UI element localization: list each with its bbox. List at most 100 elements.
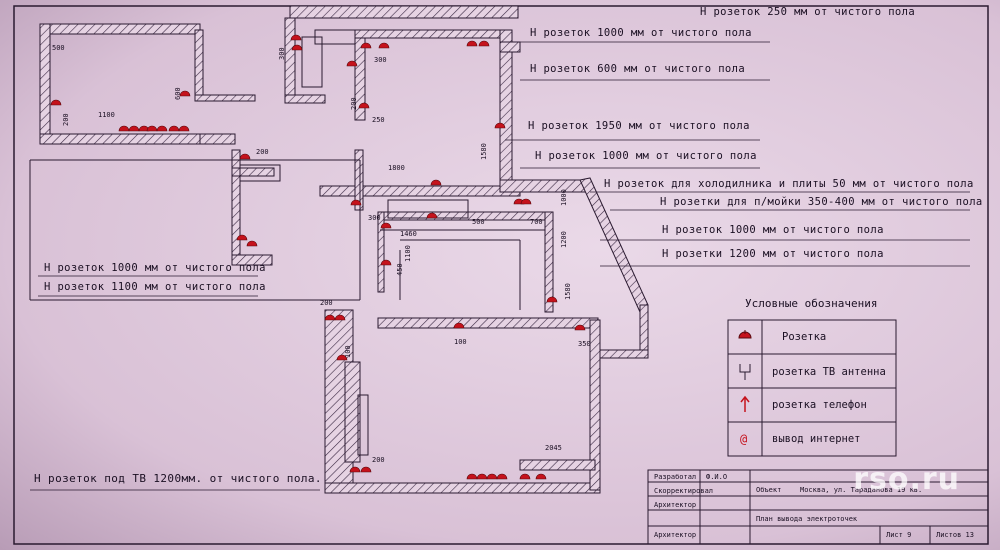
socket-marker xyxy=(146,125,158,132)
legend-table xyxy=(727,319,897,457)
annotation-height-1000-left: Н розеток 1000 мм от чистого пола xyxy=(44,262,266,274)
annotation-height-1100-left: Н розеток 1100 мм от чистого пола xyxy=(44,281,266,293)
dimension-label: 200 xyxy=(320,299,333,307)
annotation-height-1950: Н розеток 1950 мм от чистого пола xyxy=(528,120,750,132)
dimension-label: 2045 xyxy=(545,444,562,452)
socket-marker xyxy=(360,42,372,49)
dimension-label: 200 xyxy=(350,97,358,110)
title-role-3: Архитектор xyxy=(654,501,697,509)
dimension-label: 1580 xyxy=(480,143,488,160)
dimension-label: 300 xyxy=(368,214,381,222)
legend-label-phone: розетка телефон xyxy=(772,399,867,411)
socket-marker xyxy=(453,322,465,329)
dimension-label: 200 xyxy=(372,456,385,464)
dimension-label: 300 xyxy=(278,47,286,60)
annotation-height-1000-c: Н розеток 1000 мм от чистого пола xyxy=(662,224,884,236)
dimension-label: 300 xyxy=(374,56,387,64)
title-role-1: Разработал xyxy=(654,473,697,481)
internet-outlet-icon: @ xyxy=(740,432,747,446)
socket-marker xyxy=(380,259,392,266)
dimension-label: 1000 xyxy=(560,189,568,206)
annotation-height-sink: Н розетки для п/мойки 350-400 мм от чист… xyxy=(660,196,983,208)
title-role-4: Архитектор xyxy=(654,531,697,539)
phone-socket-icon xyxy=(740,395,750,412)
title-sheet-no: Лист 9 xyxy=(886,531,912,539)
legend-label-internet: вывод интернет xyxy=(772,433,861,445)
dimension-label: 1800 xyxy=(388,164,405,172)
socket-marker xyxy=(496,473,508,480)
dimension-label: 200 xyxy=(62,113,70,126)
title-sheet-title: План вывода электроточек xyxy=(756,515,858,523)
socket-marker xyxy=(336,354,348,361)
annotation-height-1000-b: Н розеток 1000 мм от чистого пола xyxy=(535,150,757,162)
socket-marker xyxy=(236,234,248,241)
annotation-height-fridge: Н розеток для холодилника и плиты 50 мм … xyxy=(604,178,974,190)
socket-marker xyxy=(380,222,392,229)
annotation-height-1200: Н розетки 1200 мм от чистого пола xyxy=(662,248,884,260)
dimension-label: 1580 xyxy=(564,283,572,300)
socket-icon xyxy=(738,331,752,339)
annotation-height-600: Н розеток 600 мм от чистого пола xyxy=(530,63,746,75)
socket-marker xyxy=(426,212,438,219)
dimension-label: 500 xyxy=(472,218,485,226)
title-sheets-total: Листов 13 xyxy=(936,531,974,539)
dimension-label: 500 xyxy=(52,44,65,52)
socket-markers xyxy=(50,34,586,480)
legend-label-tv: розетка ТВ антенна xyxy=(772,366,886,378)
tv-antenna-socket-icon xyxy=(739,364,751,380)
socket-marker xyxy=(519,473,531,480)
title-block xyxy=(647,469,989,545)
socket-marker xyxy=(156,125,168,132)
socket-marker xyxy=(178,125,190,132)
dimension-label: 1460 xyxy=(400,230,417,238)
socket-marker xyxy=(118,125,130,132)
annotation-height-1000-a: Н розеток 1000 мм от чистого пола xyxy=(530,27,752,39)
socket-marker xyxy=(574,324,586,331)
annotation-height-250: Н розеток 250 мм от чистого пола xyxy=(700,6,916,18)
socket-marker xyxy=(466,40,478,47)
legend-icons: @ xyxy=(738,330,752,446)
socket-marker xyxy=(50,99,62,106)
socket-marker xyxy=(358,102,370,109)
socket-marker xyxy=(546,296,558,303)
legend-label-socket: Розетка xyxy=(782,331,827,343)
title-name-1: Ф.И.О xyxy=(706,473,728,481)
socket-marker xyxy=(179,90,191,97)
socket-marker xyxy=(378,42,390,49)
watermark: rso.ru xyxy=(853,462,960,497)
annotation-height-tv: Н розеток под ТВ 1200мм. от чистого пола… xyxy=(34,472,322,485)
socket-marker xyxy=(430,179,442,186)
socket-marker xyxy=(478,40,490,47)
dimension-label: 1200 xyxy=(560,231,568,248)
socket-marker xyxy=(346,60,358,67)
dimension-label: 200 xyxy=(256,148,269,156)
socket-marker xyxy=(291,44,303,51)
title-address: Москва, ул. Тараданова 19 кв. xyxy=(800,486,923,494)
socket-marker xyxy=(246,240,258,247)
dimension-label: 600 xyxy=(174,87,182,100)
socket-marker xyxy=(535,473,547,480)
dimension-label: 1100 xyxy=(98,111,115,119)
socket-marker xyxy=(349,466,361,473)
dimension-label: 450 xyxy=(396,263,404,276)
dimension-label: 250 xyxy=(372,116,385,124)
socket-marker xyxy=(520,198,532,205)
fixture-lines xyxy=(29,29,545,456)
socket-marker xyxy=(168,125,180,132)
leader-lines xyxy=(30,41,970,491)
socket-marker xyxy=(466,473,478,480)
socket-marker xyxy=(350,199,362,206)
socket-marker xyxy=(486,473,498,480)
dimension-label: 1100 xyxy=(404,245,412,262)
socket-marker xyxy=(360,466,372,473)
socket-marker xyxy=(290,34,302,41)
title-object: Объект xyxy=(756,486,782,494)
socket-marker xyxy=(476,473,488,480)
socket-marker xyxy=(239,153,251,160)
legend-title: Условные обозначения xyxy=(745,297,878,310)
socket-marker xyxy=(494,122,506,129)
dimension-label: 100 xyxy=(454,338,467,346)
